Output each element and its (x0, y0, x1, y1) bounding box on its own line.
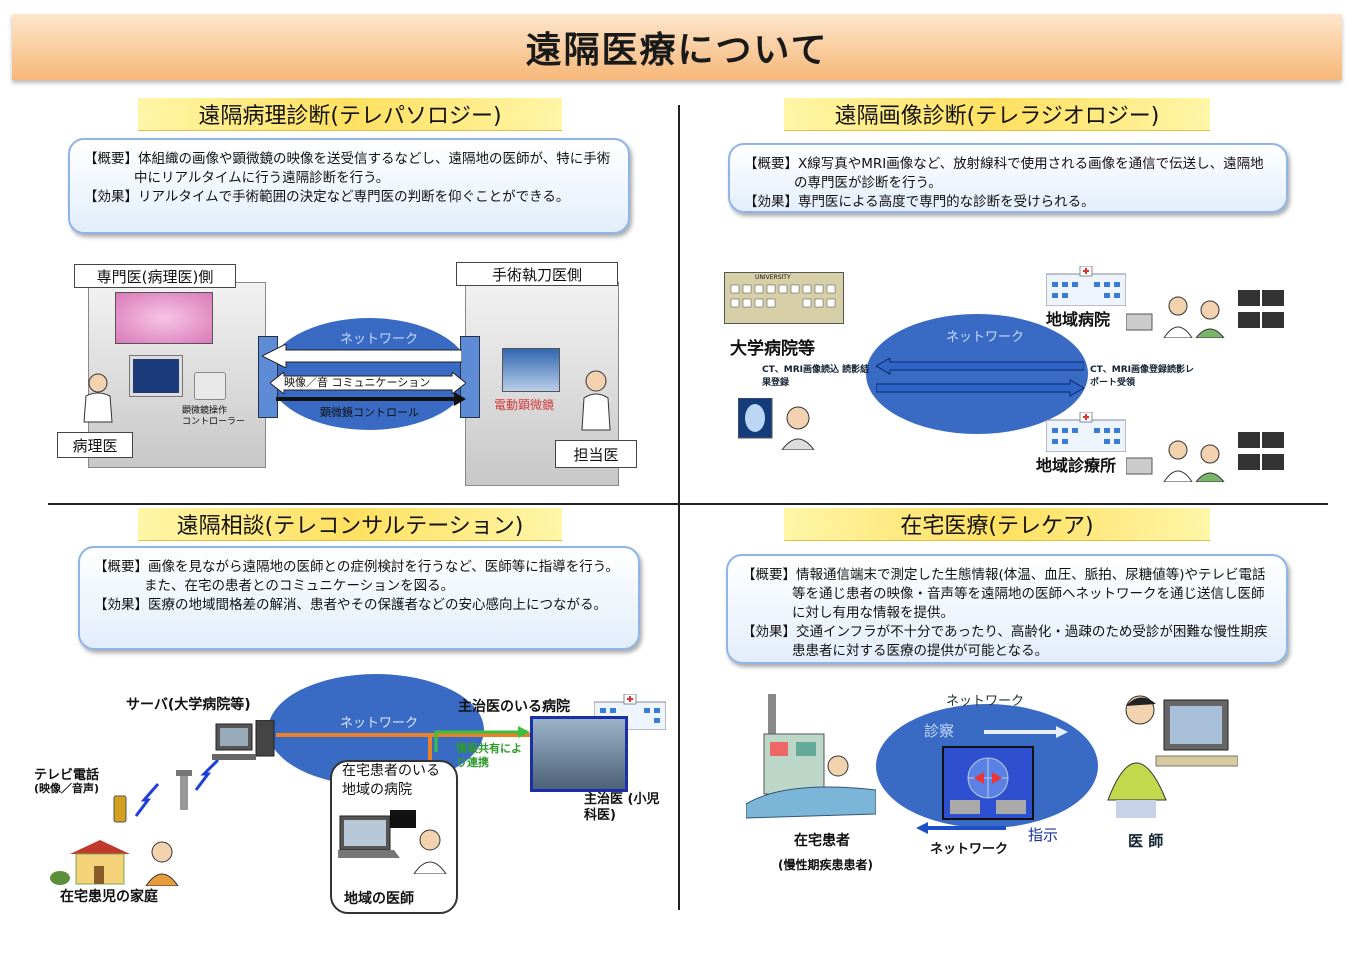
arrow-microscope-video (262, 344, 462, 368)
instruction-arrow (916, 822, 1006, 834)
telecare-description: 【概要】情報通信端末で測定した生態情報(体温、血圧、脈拍、尿糖値等)やテレビ電話… (726, 554, 1288, 664)
tv-phone-sub-label: (映像／音声) (34, 782, 100, 795)
info-share-label: 情報共有により連携 (456, 742, 522, 769)
network-top-label: ネットワーク (946, 694, 1025, 709)
orange-link-down (428, 733, 432, 761)
page-title: 遠隔医療について (525, 30, 829, 71)
arrow-microscope-control (276, 392, 466, 406)
surgeon-side-label: 手術執刀医側 (456, 262, 618, 286)
network-label-patho: ネットワーク (340, 332, 419, 347)
teleradiology-effect: 【効果】専門医による高度で専門的な診断を受けられる。 (744, 194, 1095, 210)
regional-hospital-label: 地域病院 (1046, 310, 1111, 329)
home-label: 在宅患児の家庭 (60, 889, 158, 905)
server-label: サーバ(大学病院等) (126, 697, 251, 713)
clinic-doctors-icon (1126, 432, 1286, 482)
image-read-label: CT、MRI画像読込 読影結果登録 (762, 365, 870, 388)
tv-phone-label: テレビ電話 (34, 768, 100, 783)
section-title-teleradiology: 遠隔画像診断(テレラジオロジー) (784, 98, 1210, 131)
microscope-control-label: 顕微鏡コントロール (320, 406, 419, 419)
tissue-image (115, 292, 213, 344)
motorized-microscope-label: 電動顕微鏡 (494, 398, 555, 412)
microscope-video-label: 顕微鏡動画像 (312, 350, 378, 363)
home-patient-sub-label: (慢性期疾患患者) (778, 858, 873, 872)
right-connector (460, 336, 480, 418)
main-hospital-label: 主治医のいる病院 (458, 699, 570, 715)
vertical-divider (678, 105, 680, 910)
av-communication-label: 映像／音 コミュニケーション (284, 376, 431, 389)
network-ellipse-radio (866, 314, 1088, 434)
network-label-consult: ネットワーク (340, 716, 419, 731)
globe-terminal-icon (942, 746, 1034, 820)
surgeon-figure-icon (574, 368, 618, 432)
section-title-telecare: 在宅医療(テレケア) (784, 508, 1210, 541)
main-doctor-photo (530, 716, 628, 792)
wireless-signal-icon (110, 760, 234, 830)
regional-hospital-icon (1046, 266, 1126, 306)
telepathology-overview: 【概要】体組織の画像や顕微鏡の映像を送受信するなどし、遠隔地の医師が、特に手術中… (84, 151, 611, 186)
remote-doctor-icon (1096, 690, 1238, 826)
regional-clinic-icon (1046, 412, 1126, 452)
info-share-arrow (432, 722, 532, 752)
home-patient-label: 在宅患者 (794, 833, 850, 849)
telepathology-effect: 【効果】リアルタイムで手術範囲の決定など専門医の判断を仰ぐことができる。 (84, 189, 570, 205)
image-register-label: CT、MRI画像登録読影レポート受領 (1090, 365, 1194, 388)
pathologist-figure-icon (80, 372, 116, 424)
local-doctor-label: 地域の医師 (344, 891, 414, 907)
local-doctor-laptop-icon (338, 810, 448, 874)
horizontal-divider (48, 503, 1328, 505)
exam-label: 診察 (924, 722, 955, 740)
section-title-telepathology: 遠隔病理診断(テレパソロジー) (138, 98, 562, 131)
telecare-effect: 【効果】交通インフラが不十分であったり、高齢化・過疎のため受診が困難な慢性期疾患… (742, 624, 1268, 659)
telepathology-description: 【概要】体組織の画像や顕微鏡の映像を送受信するなどし、遠隔地の医師が、特に手術中… (68, 138, 630, 234)
controller-label: 顕微鏡操作 コントローラー (182, 406, 246, 427)
specialist-side-label: 専門医(病理医)側 (74, 264, 236, 288)
xray-patient-icon (738, 398, 818, 450)
university-hospital-label: 大学病院等 (730, 339, 815, 359)
controller-icon (194, 372, 226, 400)
home-family-icon (50, 840, 186, 886)
orange-link-line (276, 733, 534, 737)
attending-doctor-label: 担当医 (555, 440, 637, 468)
pathologist-label: 病理医 (57, 432, 133, 458)
teleconsultation-overview: 【概要】画像を見ながら遠隔地の医師との症例検討を行うなど、医師等に指導を行う。ま… (94, 559, 619, 594)
microscope-icon (502, 348, 560, 392)
regional-clinic-label: 地域診療所 (1036, 456, 1117, 475)
local-hospital-label: 在宅患者のいる地域の病院 (342, 763, 440, 798)
radio-bidirectional-arrows (876, 358, 1084, 398)
university-building-icon: UNIVERSITY (724, 272, 844, 324)
exam-arrow (984, 726, 1068, 738)
network-label-radio: ネットワーク (946, 330, 1025, 345)
network-bottom-label: ネットワーク (930, 842, 1009, 857)
home-patient-icon (746, 694, 876, 826)
network-ellipse-patho (268, 318, 470, 430)
instruction-label: 指示 (1028, 826, 1059, 844)
arrow-av-communication (270, 372, 466, 394)
section-title-teleconsultation: 遠隔相談(テレコンサルテーション) (138, 508, 562, 541)
page-title-bar: 遠隔医療について (12, 14, 1342, 80)
teleconsultation-effect: 【効果】医療の地域間格差の解消、患者やその保護者などの安心感向上につながる。 (94, 597, 607, 613)
server-computer-icon (212, 720, 276, 762)
teleradiology-description: 【概要】X線写真やMRI画像など、放射線科で使用される画像を通信で伝送し、遠隔地… (728, 143, 1288, 213)
telecare-overview: 【概要】情報通信端末で測定した生態情報(体温、血圧、脈拍、尿糖値等)やテレビ電話… (742, 567, 1266, 621)
teleradiology-overview: 【概要】X線写真やMRI画像など、放射線科で使用される画像を通信で伝送し、遠隔地… (744, 156, 1264, 191)
hospital-doctors-icon (1126, 290, 1286, 338)
doctor-label: 医 師 (1128, 832, 1164, 850)
teleconsultation-description: 【概要】画像を見ながら遠隔地の医師との症例検討を行うなど、医師等に指導を行う。ま… (78, 546, 640, 650)
main-doctor-label: 主治医 (小児科医) (584, 792, 660, 823)
monitor-icon (130, 356, 182, 396)
